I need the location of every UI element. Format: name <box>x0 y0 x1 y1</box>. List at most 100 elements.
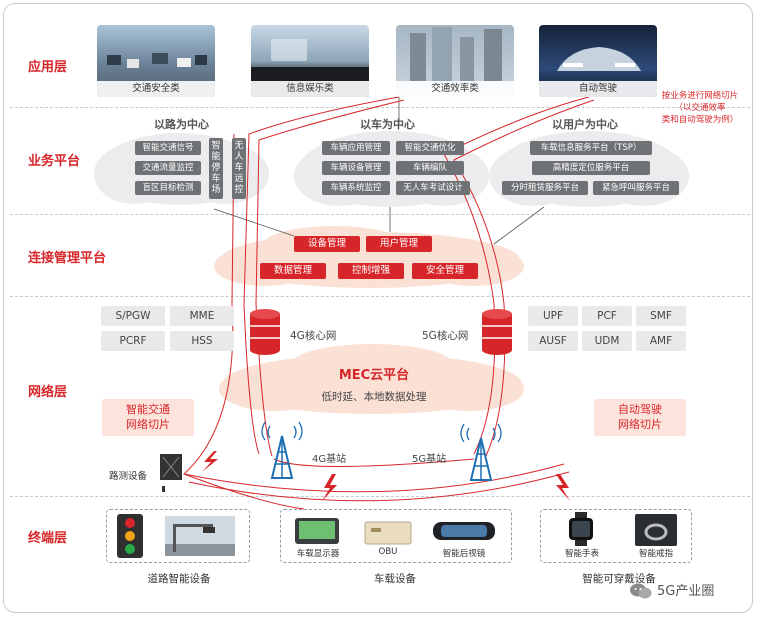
smart-ring-icon <box>635 514 677 546</box>
divider-line <box>10 296 750 297</box>
database-5g-icon <box>482 309 512 355</box>
layer-label-application: 应用层 <box>28 60 68 75</box>
connection-item-device: 设备管理 <box>294 236 360 252</box>
vertical-char: 车 <box>211 174 221 184</box>
road-service-item: 盲区目标检测 <box>135 181 201 195</box>
traffic-light-icon <box>117 514 143 558</box>
vertical-char: 远 <box>234 174 244 184</box>
road-camera-icon <box>165 516 235 556</box>
slicing-note-line: 按业务进行网络切片 <box>661 91 739 101</box>
database-4g-icon <box>250 309 280 355</box>
layer-label-terminal: 终端层 <box>28 531 68 546</box>
layer-label-network: 网络层 <box>28 385 68 400</box>
smart-parking-vertical: 智 能 停 车 场 <box>209 138 223 199</box>
wearable-devices-caption: 智能可穿戴设备 <box>582 573 656 585</box>
obu-label: OBU <box>378 547 398 557</box>
slice-line: 智能交通 <box>126 403 170 416</box>
base-station-5g-icon <box>460 423 502 481</box>
vehicle-service-item: 智能交通优化 <box>396 141 464 155</box>
vertical-char: 场 <box>211 185 221 195</box>
slice-intelligent-traffic: 智能交通 网络切片 <box>102 399 194 436</box>
vertical-char: 控 <box>234 185 244 195</box>
layer-label-business: 业务平台 <box>28 154 81 169</box>
base-station-4g-icon <box>261 421 303 479</box>
app-label: 交通效率类 <box>396 81 514 97</box>
smart-watch-label: 智能手表 <box>564 549 599 559</box>
vehicle-service-item: 车辆设备管理 <box>322 161 390 175</box>
smart-mirror-icon <box>433 522 495 540</box>
wearable-devices-group: 智能手表 智能戒指 <box>540 509 692 563</box>
lightning-icons <box>202 451 570 501</box>
user-service-item: 高精度定位服务平台 <box>532 161 650 175</box>
layer-label-connection: 连接管理平台 <box>28 251 107 266</box>
vertical-char: 车 <box>234 163 244 173</box>
slicing-note: 按业务进行网络切片 （以交通效率 类和自动驾驶为例） <box>652 90 748 126</box>
bs-4g-label: 4G基站 <box>312 454 347 465</box>
app-autonomous-driving-image: 自动驾驶 <box>539 25 657 97</box>
obu-icon <box>364 521 412 545</box>
vehicle-devices-caption: 车载设备 <box>374 573 416 585</box>
vertical-char: 无 <box>234 141 244 151</box>
mec-subtitle: 低时延、本地数据处理 <box>321 391 427 403</box>
connection-item-control: 控制增强 <box>338 263 404 279</box>
slice-line: 网络切片 <box>126 418 170 431</box>
app-label: 自动驾驶 <box>539 81 657 97</box>
slicing-note-line: （以交通效率 <box>674 103 726 113</box>
slice-line: 网络切片 <box>618 418 662 431</box>
divider-line <box>10 107 750 108</box>
user-centric-title: 以用户为中心 <box>552 118 618 131</box>
vertical-char: 智 <box>211 141 221 151</box>
connection-item-data: 数据管理 <box>260 263 326 279</box>
app-label: 交通安全类 <box>97 81 215 97</box>
user-service-item: 紧急呼叫服务平台 <box>593 181 679 195</box>
vertical-char: 人 <box>234 152 244 162</box>
user-service-item: 车载信息服务平台（TSP） <box>530 141 652 155</box>
road-service-item: 智能交通信号 <box>135 141 201 155</box>
vehicle-devices-group: 车载显示器 OBU 智能后视镜 <box>280 509 512 563</box>
vehicle-service-item: 无人车考试设计 <box>396 181 470 195</box>
vertical-char: 能 <box>211 152 221 162</box>
diagram-frame: 应用层 业务平台 连接管理平台 网络层 终端层 交通安全类 信息娱乐类 交通效率… <box>3 3 753 613</box>
wechat-icon <box>630 583 652 599</box>
core5g-element: PCF <box>582 306 632 326</box>
core4g-element: HSS <box>170 331 234 351</box>
road-centric-title: 以路为中心 <box>154 118 209 131</box>
slice-autonomous-driving: 自动驾驶 网络切片 <box>594 399 686 436</box>
roadside-unit-icon <box>160 454 182 492</box>
slicing-note-line: 类和自动驾驶为例） <box>661 115 739 125</box>
core5g-element: SMF <box>636 306 686 326</box>
slice-paths <box>183 96 595 510</box>
core5g-element: UDM <box>582 331 632 351</box>
core5g-label: 5G核心网 <box>422 330 469 342</box>
app-traffic-safety-image: 交通安全类 <box>97 25 215 97</box>
connection-item-security: 安全管理 <box>412 263 478 279</box>
app-infotainment-image: 信息娱乐类 <box>251 25 369 97</box>
core4g-element: MME <box>170 306 234 326</box>
core5g-element: AMF <box>636 331 686 351</box>
vehicle-display-icon <box>295 518 339 544</box>
smart-watch-icon <box>569 512 593 546</box>
vehicle-display-label: 车载显示器 <box>296 549 340 559</box>
road-devices-group <box>106 509 250 563</box>
connection-item-user: 用户管理 <box>366 236 432 252</box>
remote-control-vertical: 无 人 车 远 控 <box>232 138 246 199</box>
mec-title: MEC云平台 <box>338 368 410 383</box>
road-devices-caption: 道路智能设备 <box>147 573 211 585</box>
app-traffic-efficiency-image: 交通效率类 <box>396 25 514 97</box>
smart-ring-label: 智能戒指 <box>638 549 673 559</box>
divider-line <box>10 214 750 215</box>
core4g-element: S/PGW <box>101 306 165 326</box>
bs-5g-label: 5G基站 <box>412 454 447 465</box>
vehicle-centric-title: 以车为中心 <box>360 118 415 131</box>
slice-line: 自动驾驶 <box>618 403 662 416</box>
core5g-element: AUSF <box>528 331 578 351</box>
watermark: 5G产业圈 <box>629 579 749 603</box>
rsu-label: 路测设备 <box>109 471 148 482</box>
mec-cloud <box>219 344 524 414</box>
road-service-item: 交通流量监控 <box>135 161 201 175</box>
smart-mirror-label: 智能后视镜 <box>442 549 486 559</box>
vehicle-service-item: 车辆编队 <box>396 161 464 175</box>
vertical-char: 停 <box>211 163 221 173</box>
core5g-element: UPF <box>528 306 578 326</box>
vehicle-service-item: 车辆应用管理 <box>322 141 390 155</box>
